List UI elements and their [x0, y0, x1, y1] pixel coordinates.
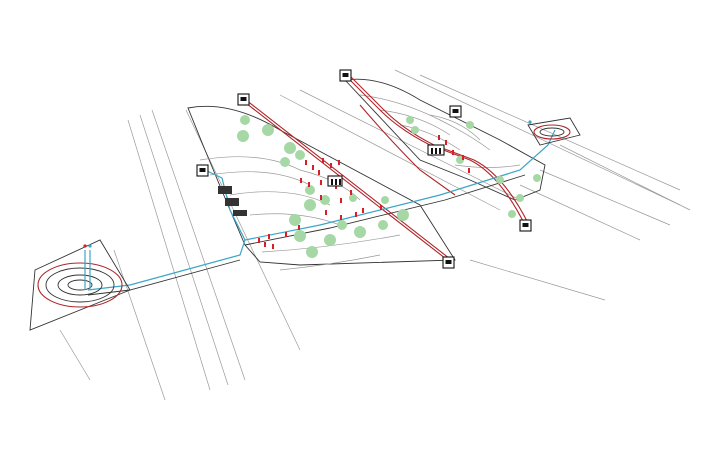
transit-icon — [449, 105, 462, 118]
transit-icon — [339, 69, 352, 82]
transit-icon — [442, 256, 455, 269]
rail-lines — [241, 74, 530, 263]
trees — [237, 115, 541, 258]
transit-icon — [196, 164, 209, 177]
right-park-outline — [344, 78, 546, 201]
transit-icon — [519, 219, 532, 232]
building-icon — [427, 144, 445, 156]
terrain-lines-left — [59, 109, 301, 401]
left-plaza — [29, 239, 131, 331]
building-icon — [327, 175, 343, 187]
right-plaza — [527, 117, 581, 146]
station-steps — [218, 186, 247, 216]
transit-icon — [237, 93, 250, 106]
terrain-lines-right — [279, 69, 691, 301]
connector-line — [87, 129, 556, 296]
